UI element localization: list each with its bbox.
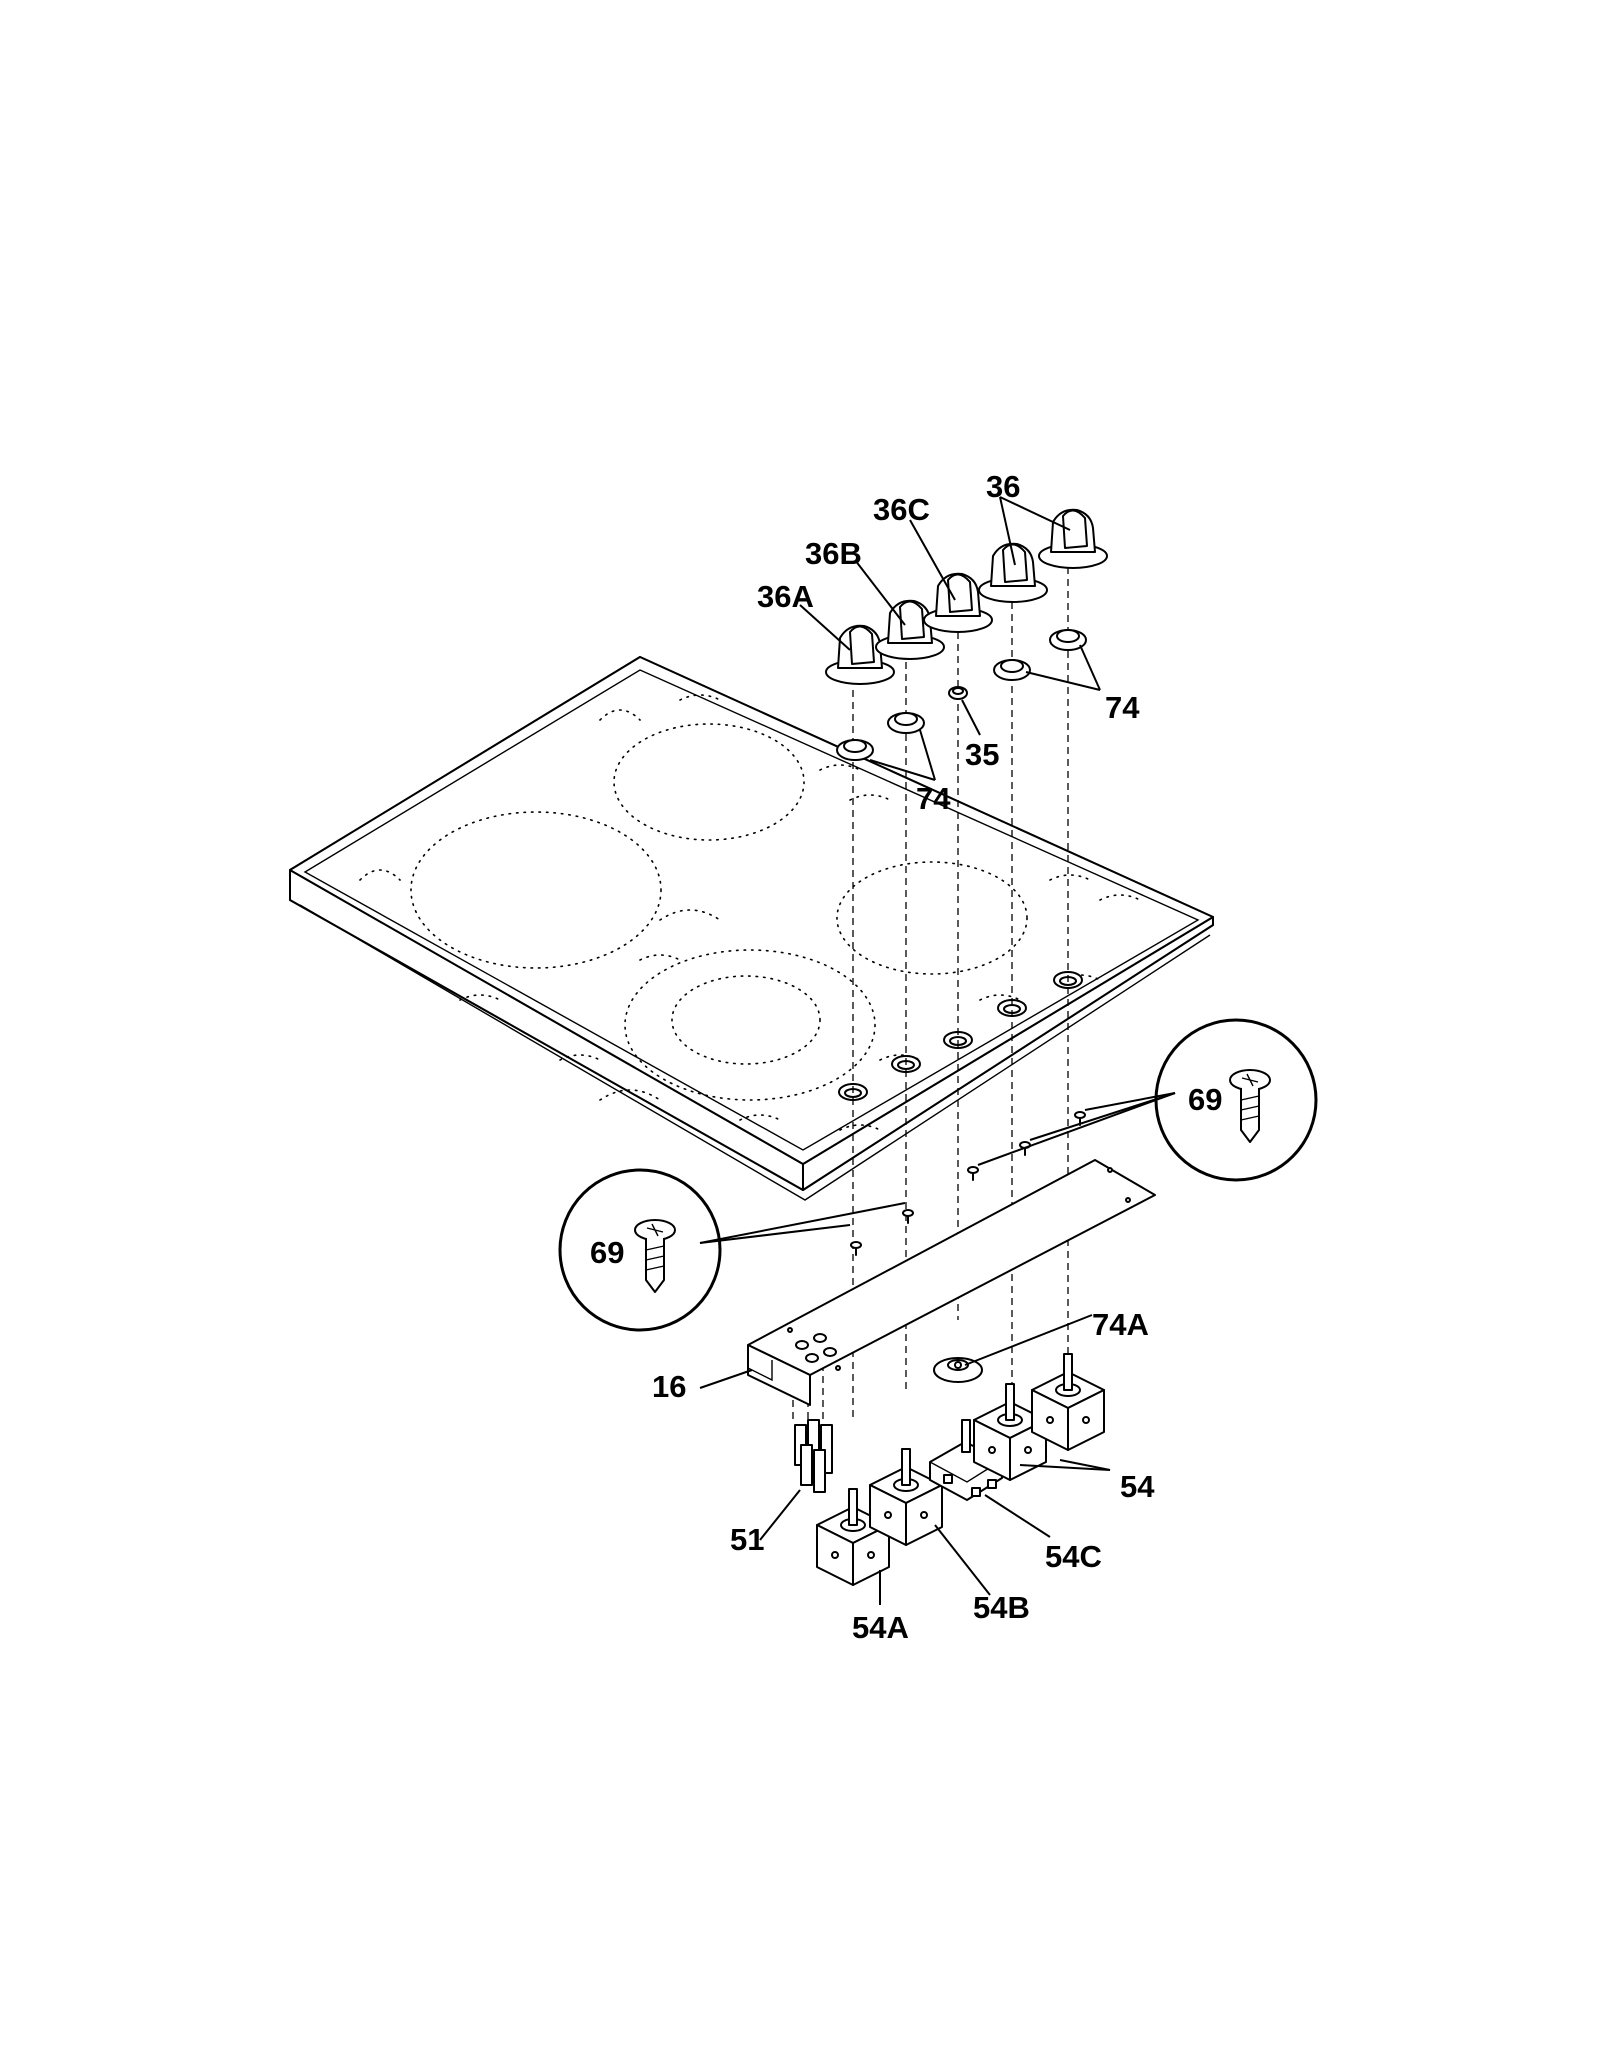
callout-labels: 36 36C 36B 36A 74 35 74 69 69 74A 16 54 … (590, 469, 1222, 1645)
knob-36-b (1038, 508, 1108, 569)
label-36: 36 (986, 469, 1020, 504)
right-burner-zone (836, 861, 1028, 975)
label-74-right: 74 (1105, 690, 1140, 725)
screw-69-c (967, 1166, 979, 1181)
label-54b: 54B (973, 1590, 1030, 1625)
control-panel-bracket-16 (747, 1159, 1156, 1406)
knob-36b (875, 599, 945, 660)
label-36c: 36C (873, 492, 930, 527)
knob-bezel-right-a (993, 659, 1031, 681)
label-36b: 36B (805, 536, 862, 571)
switch-54-b (1031, 1353, 1105, 1451)
label-74-left: 74 (916, 781, 951, 816)
label-69-left: 69 (590, 1235, 624, 1270)
terminal-block-51 (794, 1419, 833, 1493)
dual-burner-inner-zone (671, 975, 821, 1065)
screw-detail-right (977, 1018, 1318, 1182)
label-16: 16 (652, 1369, 686, 1404)
label-36a: 36A (757, 579, 814, 614)
label-54c: 54C (1045, 1539, 1102, 1574)
rear-left-burner-zone (613, 723, 805, 841)
label-51: 51 (730, 1522, 764, 1557)
screw-detail-left (558, 1168, 906, 1332)
knob-bezel-left-a (836, 739, 874, 761)
label-74a: 74A (1092, 1307, 1149, 1342)
label-35: 35 (965, 737, 999, 772)
label-54a: 54A (852, 1610, 909, 1645)
large-left-burner-zone (410, 811, 662, 969)
screw-69-b (902, 1209, 914, 1224)
leader-lines (699, 496, 1111, 1605)
knob-36c (923, 572, 993, 633)
label-54: 54 (1120, 1469, 1155, 1504)
knob-bezel-left-b (887, 712, 925, 734)
indicator-lens-35 (948, 686, 968, 700)
label-69-right: 69 (1188, 1082, 1222, 1117)
dual-burner-outer-zone (624, 949, 876, 1101)
glass-cooktop (289, 656, 1214, 1201)
